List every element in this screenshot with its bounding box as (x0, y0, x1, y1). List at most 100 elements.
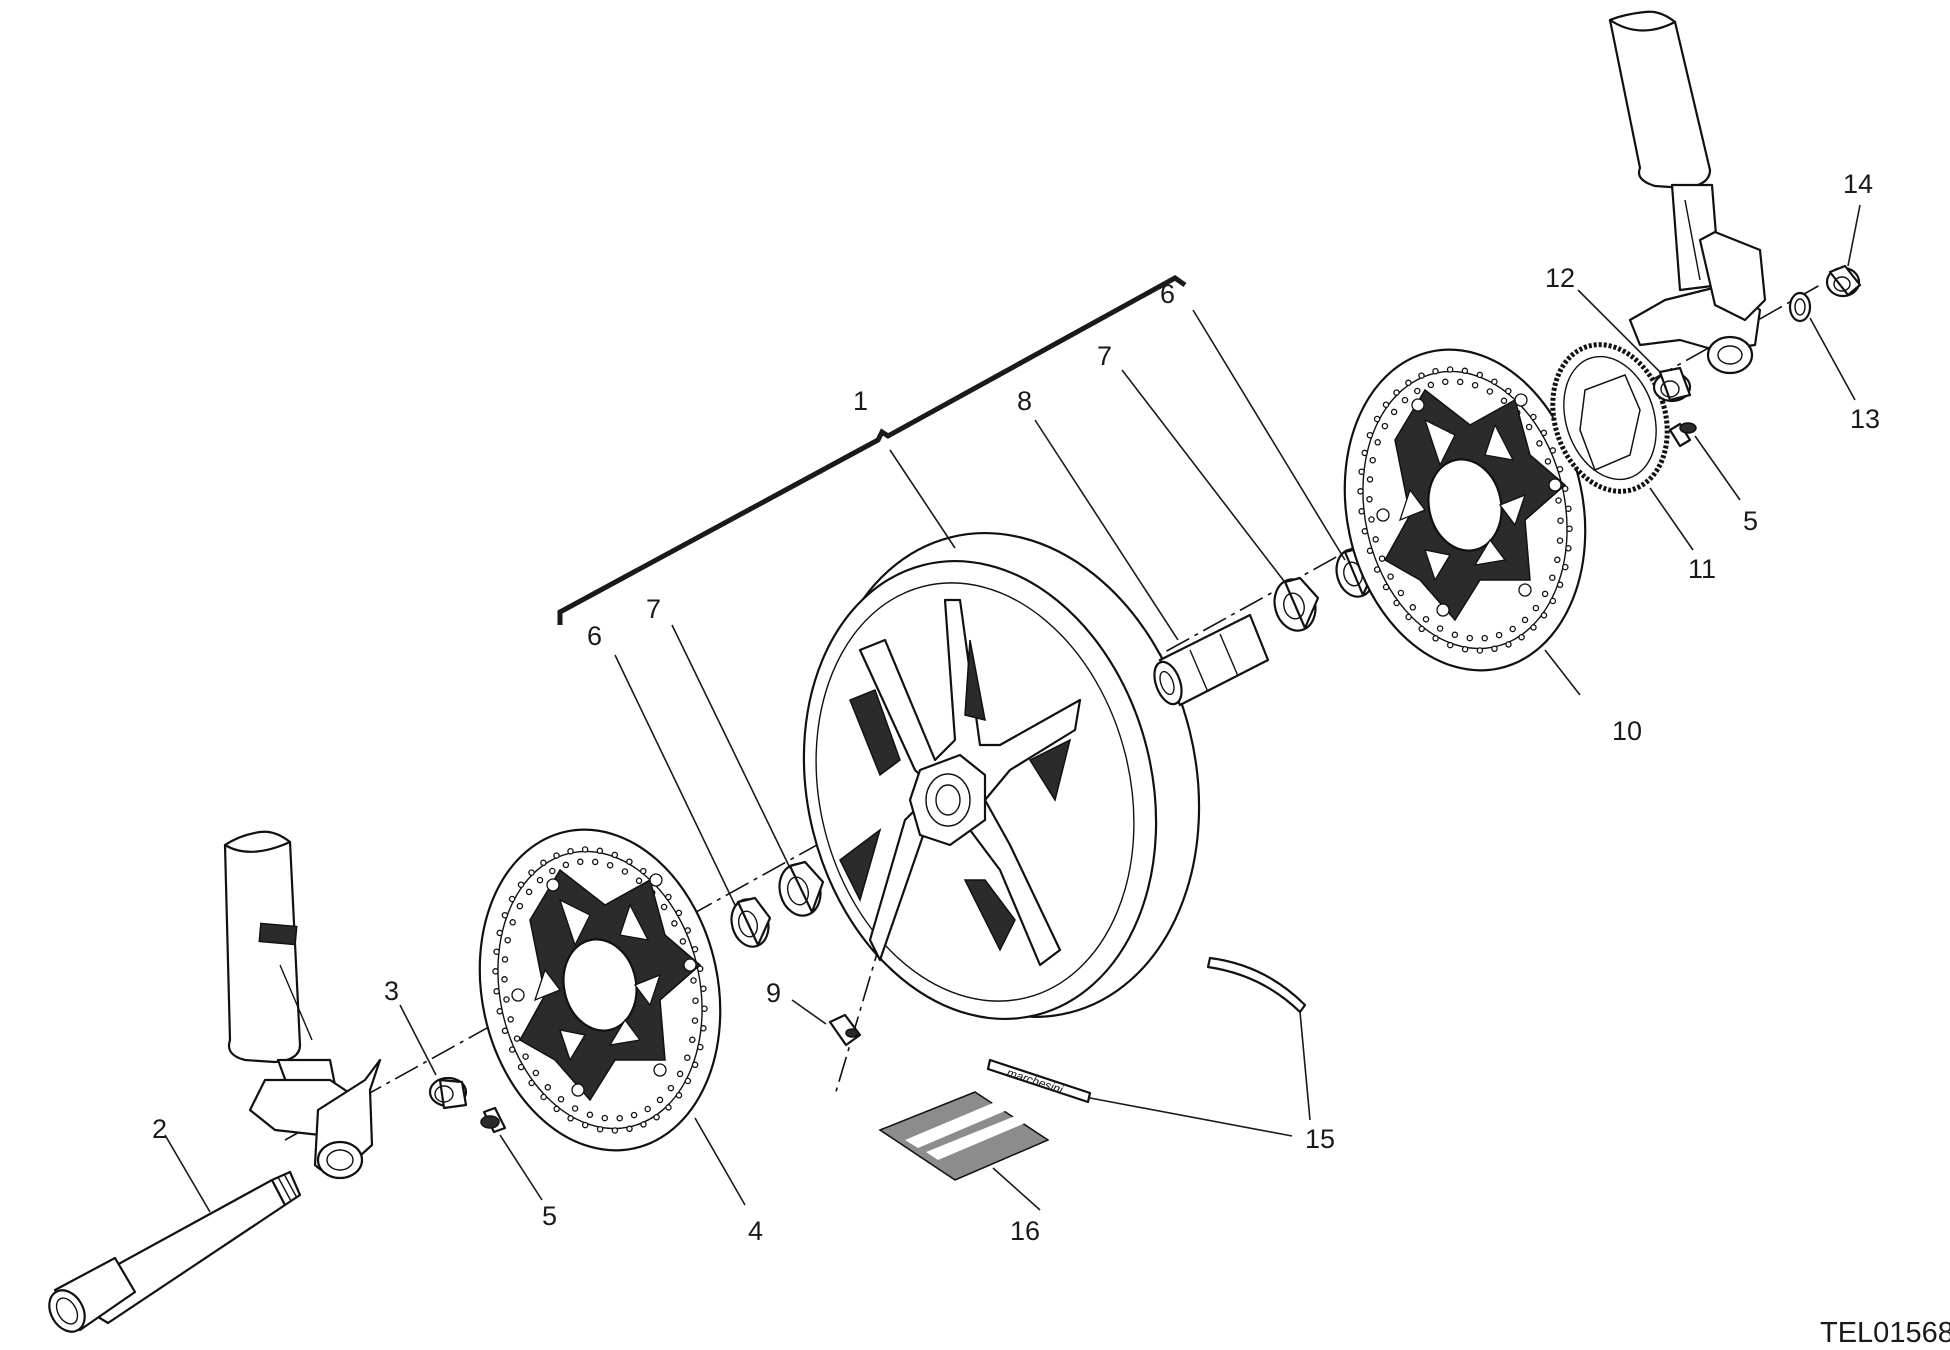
disc-perforation (1521, 616, 1529, 624)
disc-perforation (567, 1115, 574, 1122)
disc-perforation (1393, 389, 1400, 396)
callout-8: 8 (1017, 386, 1032, 416)
disc-perforation (504, 936, 511, 944)
disc-perforation (496, 929, 503, 937)
disc-perforation (1505, 641, 1512, 648)
disc-perforation (557, 1095, 565, 1103)
callout-5-right: 5 (1743, 506, 1758, 536)
disc-perforation (640, 867, 647, 875)
disc-perforation (1405, 613, 1412, 621)
disc-perforation (1530, 624, 1537, 631)
disc-perforation (1366, 476, 1374, 483)
disc-perforation (660, 903, 668, 911)
disc-perforation (596, 1125, 604, 1133)
disc-perforation (667, 1084, 675, 1092)
disc-perforation (507, 1016, 514, 1023)
disc-perforation (1418, 372, 1425, 379)
disc-perforation (1374, 439, 1381, 446)
disc-perforation (679, 938, 687, 945)
disc-perforation (567, 847, 574, 855)
disc-perforation (1549, 597, 1557, 605)
disc-perforation (1500, 397, 1508, 405)
disc-perforation (553, 1105, 560, 1113)
wheel-assembly-bracket (557, 275, 1187, 625)
disc-perforation (611, 851, 619, 859)
callout-14: 14 (1843, 169, 1873, 199)
disc-perforation (501, 976, 508, 983)
disc-perforation (691, 945, 699, 953)
disc-perforation (549, 867, 556, 875)
disc-perforation (1461, 645, 1469, 653)
disc-perforation (1562, 563, 1569, 571)
disc-perforation (665, 893, 672, 901)
callout-labels: 1 2 3 4 5 5 6 6 7 7 8 9 10 11 12 13 14 1… (152, 169, 1950, 1349)
decal-text: marchesini (1005, 1066, 1065, 1097)
bearing-right (1273, 576, 1320, 632)
disc-perforation (671, 920, 678, 927)
disc-perforation (1486, 388, 1494, 395)
disc-perforation (1373, 566, 1381, 573)
disc-perforation (1409, 604, 1417, 611)
callout-2: 2 (152, 1114, 167, 1144)
callout-10: 10 (1612, 716, 1642, 746)
disc-perforation (503, 996, 510, 1003)
disc-perforation (1556, 537, 1564, 544)
disc-perforation (1418, 625, 1425, 633)
disc-perforation (626, 858, 633, 865)
disc-perforation (675, 909, 683, 917)
disc-perforation (528, 1079, 535, 1087)
disc-perforation (1554, 556, 1561, 564)
disc-perforation (1491, 378, 1498, 385)
callout-6-left: 6 (587, 621, 602, 651)
disc-perforation (1390, 408, 1398, 416)
disc-perforation (1358, 508, 1365, 515)
disc-perforation (1361, 528, 1369, 535)
disc-perforation (1556, 581, 1564, 589)
disc-perforation (591, 858, 599, 866)
disc-perforation (1361, 449, 1368, 457)
abs-tone-ring (1550, 342, 1670, 494)
disc-bolt-right (1668, 422, 1697, 448)
disc-perforation (532, 1069, 540, 1077)
disc-perforation (1369, 456, 1376, 464)
disc-perforation (700, 1025, 707, 1032)
disc-perforation (1397, 589, 1405, 597)
disc-perforation (1366, 547, 1374, 555)
disc-perforation (653, 1113, 660, 1121)
disc-perforation (1401, 396, 1409, 404)
callout-9: 9 (766, 978, 781, 1008)
disc-perforation (1378, 555, 1386, 562)
disc-perforation (1436, 625, 1444, 632)
disc-perforation (1557, 517, 1564, 524)
disc-perforation (1446, 366, 1454, 373)
disc-perforation (501, 911, 509, 919)
disc-perforation (691, 1061, 699, 1069)
tyre-valve (828, 1013, 862, 1047)
disc-perforation (577, 858, 584, 866)
disc-perforation (1540, 612, 1548, 619)
disc-perforation (496, 1008, 504, 1015)
disc-perforation (684, 927, 692, 934)
disc-perforation (1509, 625, 1516, 633)
disc-perforation (696, 965, 704, 972)
disc-perforation (509, 919, 516, 926)
disc-perforation (1561, 485, 1569, 492)
disc-perforation (536, 876, 544, 884)
disc-perforation (1544, 458, 1552, 465)
disc-perforation (684, 1077, 692, 1085)
left-fork-leg (223, 830, 382, 1180)
disc-perforation (517, 881, 525, 888)
callout-7-right: 7 (1097, 341, 1112, 371)
axle-cap (1825, 264, 1862, 298)
front-axle (48, 1170, 302, 1333)
disc-perforation (640, 1121, 647, 1128)
bearing-left (778, 860, 825, 917)
disc-perforation (493, 988, 500, 995)
disc-perforation (1525, 423, 1533, 431)
disc-perforation (516, 902, 524, 910)
disc-perforation (665, 1104, 672, 1111)
disc-perforation (1505, 387, 1512, 395)
disc-perforation (1357, 488, 1364, 495)
disc-perforation (1540, 429, 1548, 437)
disc-perforation (1456, 378, 1464, 386)
